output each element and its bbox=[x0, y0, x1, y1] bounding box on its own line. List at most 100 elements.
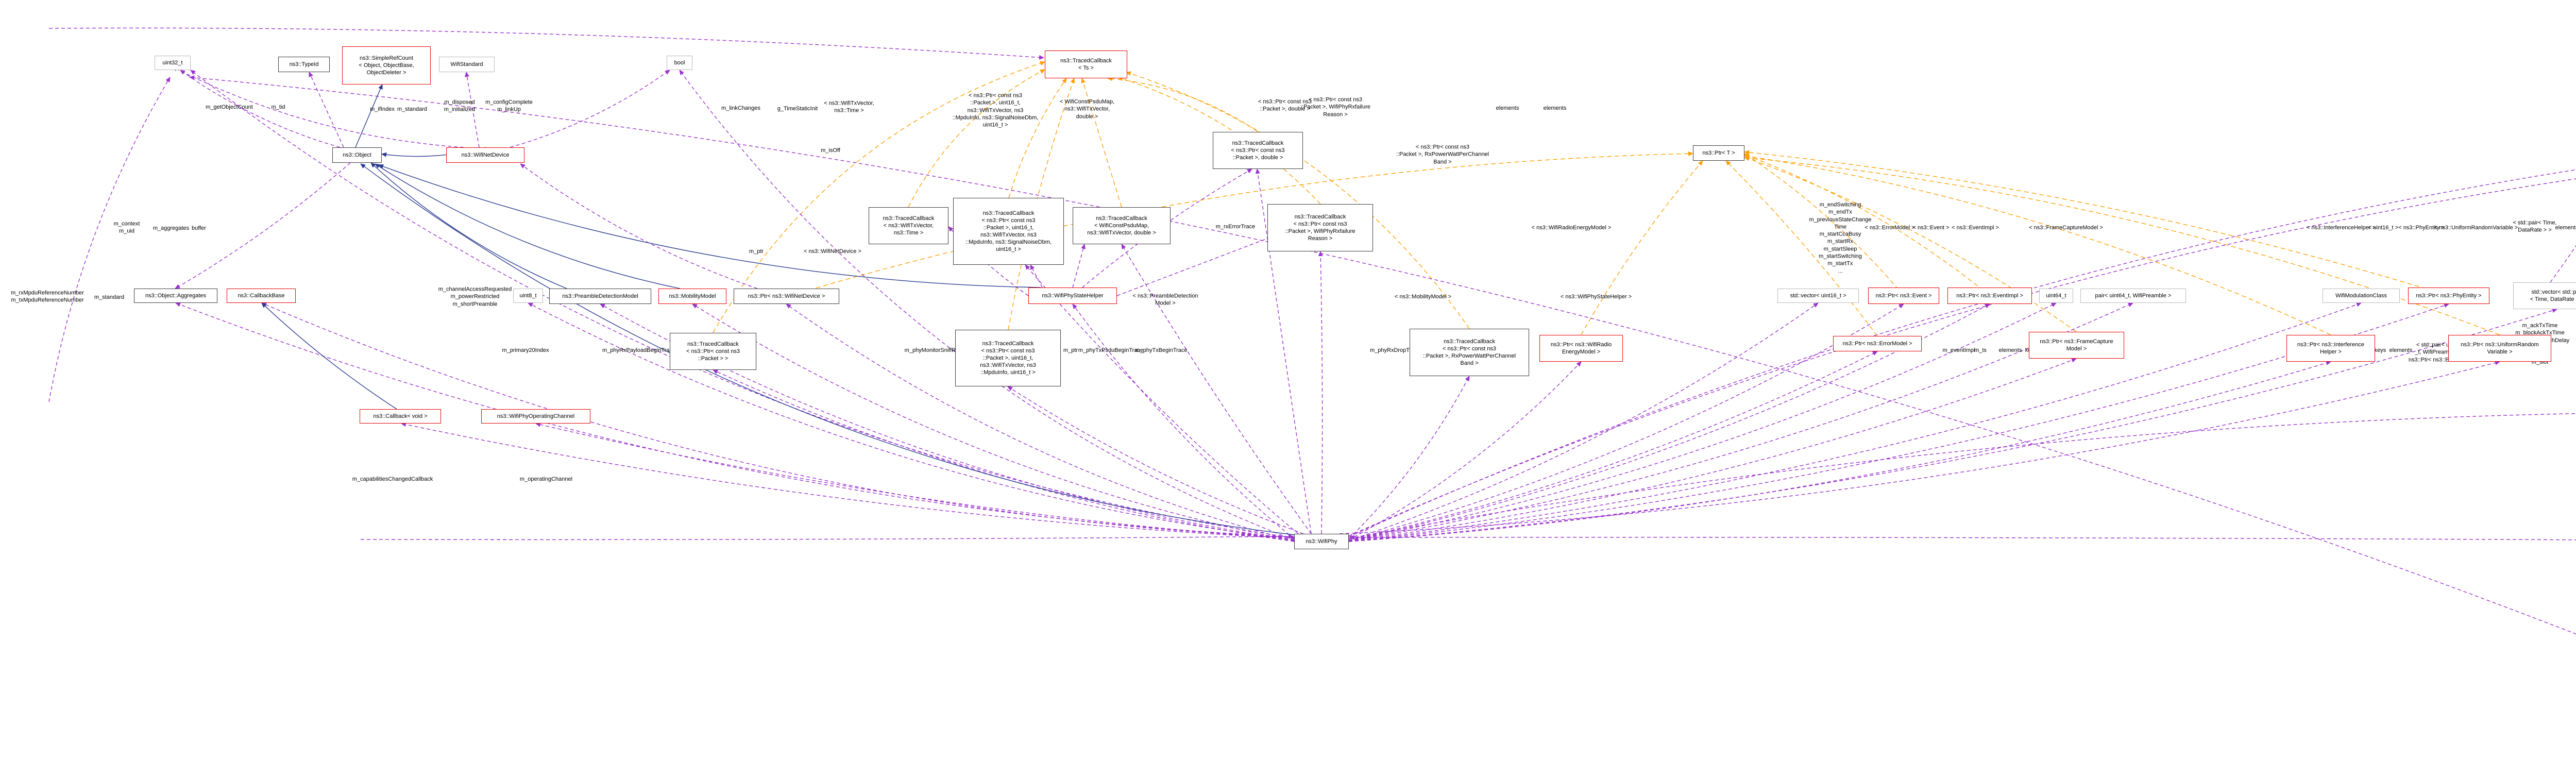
edge bbox=[370, 162, 567, 289]
edge-label: m_ptr bbox=[1063, 347, 1078, 353]
edge-label: buffer bbox=[192, 225, 206, 231]
edge-label: m_capabilitiesChangedCallback bbox=[352, 476, 433, 482]
class-node-wifistandard: WifiStandard bbox=[439, 57, 495, 72]
edge bbox=[1008, 78, 1075, 330]
class-node-wifiphyoperatingchannel[interactable]: ns3::WifiPhyOperatingChannel bbox=[481, 409, 590, 424]
class-node-tcb-packet-rxfailure[interactable]: ns3::TracedCallback < ns3::Ptr< const ns… bbox=[1267, 204, 1373, 251]
class-node-preambledetectionmodel[interactable]: ns3::PreambleDetectionModel bbox=[549, 289, 651, 304]
edge bbox=[189, 75, 2576, 635]
class-node-tcb-sniff-rx[interactable]: ns3::TracedCallback < ns3::Ptr< const ns… bbox=[953, 198, 1064, 265]
edge-label: elements bbox=[1496, 105, 1519, 111]
class-node-ptr-framecapturemodel[interactable]: ns3::Ptr< ns3::FrameCapture Model > bbox=[2029, 332, 2124, 359]
class-node-tracedcallback-ts[interactable]: ns3::TracedCallback < Ts > bbox=[1045, 50, 1127, 78]
class-node-ptr-wifiradioenergymodel[interactable]: ns3::Ptr< ns3::WifiRadio EnergyModel > bbox=[1539, 335, 1623, 362]
edge bbox=[535, 422, 1295, 540]
edge bbox=[175, 162, 351, 289]
class-node-callback-void[interactable]: ns3::Callback< void > bbox=[360, 409, 441, 424]
class-node-uint8_t: uint8_t bbox=[513, 289, 543, 303]
class-node-wifinetdevice[interactable]: ns3::WifiNetDevice bbox=[446, 147, 524, 163]
class-node-wifiphy[interactable]: ns3::WifiPhy bbox=[1294, 534, 1349, 549]
class-node-typeid[interactable]: ns3::TypeId bbox=[278, 57, 330, 72]
edge bbox=[679, 70, 1295, 540]
class-node-tcb-rxpower[interactable]: ns3::TracedCallback < ns3::Ptr< const ns… bbox=[1410, 329, 1529, 376]
class-node-simplerefcount[interactable]: ns3::SimpleRefCount < Object, ObjectBase… bbox=[342, 46, 431, 84]
edge-label: < ns3::InterferenceHelper > bbox=[2307, 224, 2376, 231]
edge bbox=[1348, 351, 1878, 541]
edge-label: < ns3::WifiPhyStateHelper > bbox=[1560, 293, 1632, 300]
edge bbox=[510, 70, 670, 148]
edge bbox=[172, 66, 464, 148]
class-node-tcb-packet[interactable]: ns3::TracedCallback < ns3::Ptr< const ns… bbox=[670, 333, 756, 370]
class-node-ptr-uniformrandomvariable[interactable]: ns3::Ptr< ns3::UniformRandom Variable > bbox=[2448, 335, 2551, 362]
edge-label: m_primary20Index bbox=[502, 347, 549, 353]
edge bbox=[1348, 303, 2449, 542]
edge-label: m_rxErrorTrace bbox=[1215, 223, 1256, 230]
edge bbox=[1349, 535, 2576, 540]
edge bbox=[1255, 168, 1312, 534]
edge bbox=[309, 72, 344, 148]
edge-label: < ns3::EventImpl > bbox=[1952, 224, 1999, 231]
edge bbox=[528, 302, 1295, 540]
class-node-ptr-t[interactable]: ns3::Ptr< T > bbox=[1693, 145, 1744, 161]
edge-label: < ns3::WifiNetDevice > bbox=[804, 248, 861, 255]
edge bbox=[190, 70, 1295, 538]
edge bbox=[786, 151, 1693, 297]
edge bbox=[1581, 160, 1703, 335]
class-node-tcb-packet-double[interactable]: ns3::TracedCallback < ns3::Ptr< const ns… bbox=[1213, 132, 1303, 169]
class-node-ptr-wifinetdevice[interactable]: ns3::Ptr< ns3::WifiNetDevice > bbox=[734, 289, 839, 304]
class-node-tcb-txvector-time[interactable]: ns3::TracedCallback < ns3::WifiTxVector,… bbox=[869, 207, 948, 244]
edge bbox=[786, 303, 1295, 542]
edge bbox=[1348, 178, 2576, 536]
class-node-wifiphystatehelper[interactable]: ns3::WifiPhyStateHelper bbox=[1028, 288, 1117, 304]
edge bbox=[1025, 264, 1299, 534]
edge bbox=[375, 163, 681, 289]
edge bbox=[1744, 156, 2077, 332]
edge-label: < ns3::PreambleDetection Model > bbox=[1132, 293, 1198, 307]
class-node-ptr-eventimpl[interactable]: ns3::Ptr< ns3::EventImpl > bbox=[1947, 288, 2032, 304]
edge bbox=[261, 302, 1295, 538]
class-node-tcb-sniff-tx[interactable]: ns3::TracedCallback < ns3::Ptr< const ns… bbox=[955, 330, 1061, 386]
edge-label: < std::pair< Time, DataRate > > bbox=[2513, 219, 2557, 233]
class-node-ptr-phyentity[interactable]: ns3::Ptr< ns3::PhyEntity > bbox=[2408, 288, 2489, 304]
edge bbox=[1348, 358, 2077, 542]
class-node-callbackbase[interactable]: ns3::CallbackBase bbox=[227, 289, 296, 303]
edge bbox=[1008, 78, 1067, 198]
edge-label: m_operatingChannel bbox=[519, 476, 573, 482]
edge-label: m_tid bbox=[271, 104, 285, 110]
edge bbox=[1117, 76, 1321, 205]
edge bbox=[1348, 361, 1582, 540]
class-node-vector-pair-time-datarate: std::vector< std::pair < Time, DataRate … bbox=[2513, 282, 2576, 309]
class-node-object-aggregates[interactable]: ns3::Object::Aggregates bbox=[134, 289, 217, 303]
edge bbox=[1348, 302, 2057, 542]
edge bbox=[1318, 251, 1323, 534]
edge-label: < ns3::Ptr< const ns3 ::Packet >, WifiPh… bbox=[1300, 96, 1371, 118]
edge bbox=[1348, 169, 2576, 537]
edge-label: m_isOff bbox=[821, 147, 840, 154]
edge bbox=[1030, 264, 1052, 305]
edge bbox=[360, 534, 1294, 540]
edge-label: elements bbox=[1998, 347, 2022, 353]
edge bbox=[713, 61, 1045, 333]
edge-label: < ns3::ErrorModel > bbox=[1865, 224, 1915, 231]
edge bbox=[1348, 303, 1904, 541]
class-node-uint64_t: uint64_t bbox=[2039, 289, 2073, 303]
class-node-ptr-errormodel[interactable]: ns3::Ptr< ns3::ErrorModel > bbox=[1833, 336, 1922, 351]
edge-label: m_phyRxPayloadBeginTrace bbox=[602, 347, 676, 353]
edge-label: keys bbox=[2374, 347, 2386, 353]
edge-label: < ns3::FrameCaptureModel > bbox=[2029, 224, 2103, 231]
edge bbox=[1348, 302, 1819, 541]
edge-label: m_ts bbox=[1974, 347, 1987, 353]
class-node-mobilitymodel[interactable]: ns3::MobilityModel bbox=[658, 289, 726, 304]
edge-label: < ns3::Ptr< const ns3 ::Packet >, uint16… bbox=[952, 92, 1039, 128]
edge-label: m_rxMpduReferenceNumber m_txMpduReferenc… bbox=[11, 290, 84, 303]
edge bbox=[1725, 160, 1878, 336]
edge-label: g_TimeStaticInit bbox=[777, 105, 818, 112]
class-node-tcb-psdumap[interactable]: ns3::TracedCallback < WifiConstPsduMap, … bbox=[1073, 207, 1171, 244]
edge bbox=[713, 369, 1295, 542]
class-node-ptr-interferencehelper[interactable]: ns3::Ptr< ns3::Interference Helper > bbox=[2286, 335, 2375, 362]
edge-label: m_configComplete m_linkUp bbox=[485, 99, 533, 113]
class-node-ns3-object[interactable]: ns3::Object bbox=[332, 147, 382, 163]
class-node-ptr-event[interactable]: ns3::Ptr< ns3::Event > bbox=[1868, 288, 1939, 304]
